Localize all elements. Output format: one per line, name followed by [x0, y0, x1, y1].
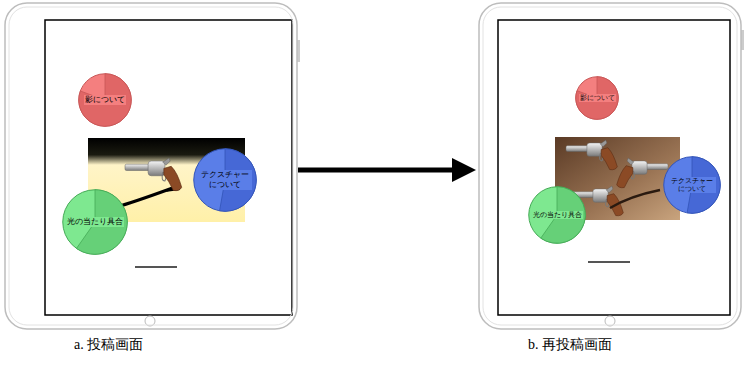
tablet-frame: a. 投稿画面影についてテクスチャー について光の当たり具合: [4, 2, 298, 364]
screen-dash: [588, 261, 630, 263]
comment-pie: テクスチャー について: [193, 148, 257, 212]
tablet-frame: b. 再投稿画面影についてテクスチャー について光の当たり具合: [478, 2, 742, 364]
gun-shadow: [610, 190, 660, 208]
comment-pie: 光の当たり具合: [62, 189, 128, 255]
pie-circle: [79, 74, 132, 127]
pie-circle: [576, 77, 619, 120]
pie-label: 影について: [579, 94, 616, 102]
comment-pie: 光の当たり具合: [528, 186, 586, 244]
screen: [45, 20, 292, 315]
pie-circle: [194, 149, 257, 212]
pie-label: 影について: [84, 95, 126, 105]
screen: [498, 20, 730, 315]
comment-pie: 影について: [575, 76, 619, 120]
tablet-bezel: [483, 7, 737, 325]
pie-label: 光の当たり具合: [532, 211, 583, 219]
tablet-outline: [4, 2, 298, 330]
pie-label: 光の当たり具合: [66, 217, 124, 227]
pie-slice: [79, 74, 132, 127]
gun-shadow: [120, 186, 178, 206]
revolver: [566, 140, 617, 170]
pie-slice: [576, 77, 619, 120]
screen-dash: [135, 266, 177, 268]
pie-circle: [529, 187, 586, 244]
screen-caption: b. 再投稿画面: [528, 2, 612, 354]
tablet-outline: [479, 3, 741, 329]
revolver: [617, 158, 668, 188]
pie-label: テクスチャー について: [668, 177, 716, 194]
screen-caption: a. 投稿画面: [74, 2, 143, 354]
comment-pie: 影について: [78, 73, 132, 127]
pie-circle: [63, 190, 128, 255]
revolver: [125, 158, 182, 191]
flow-arrow: [298, 168, 452, 173]
pie-circle: [664, 157, 721, 214]
tablet-bezel: [9, 7, 293, 325]
comment-pie: テクスチャー について: [663, 156, 721, 214]
pie-label: テクスチャー について: [198, 170, 252, 189]
tablet-outline: [5, 3, 297, 329]
